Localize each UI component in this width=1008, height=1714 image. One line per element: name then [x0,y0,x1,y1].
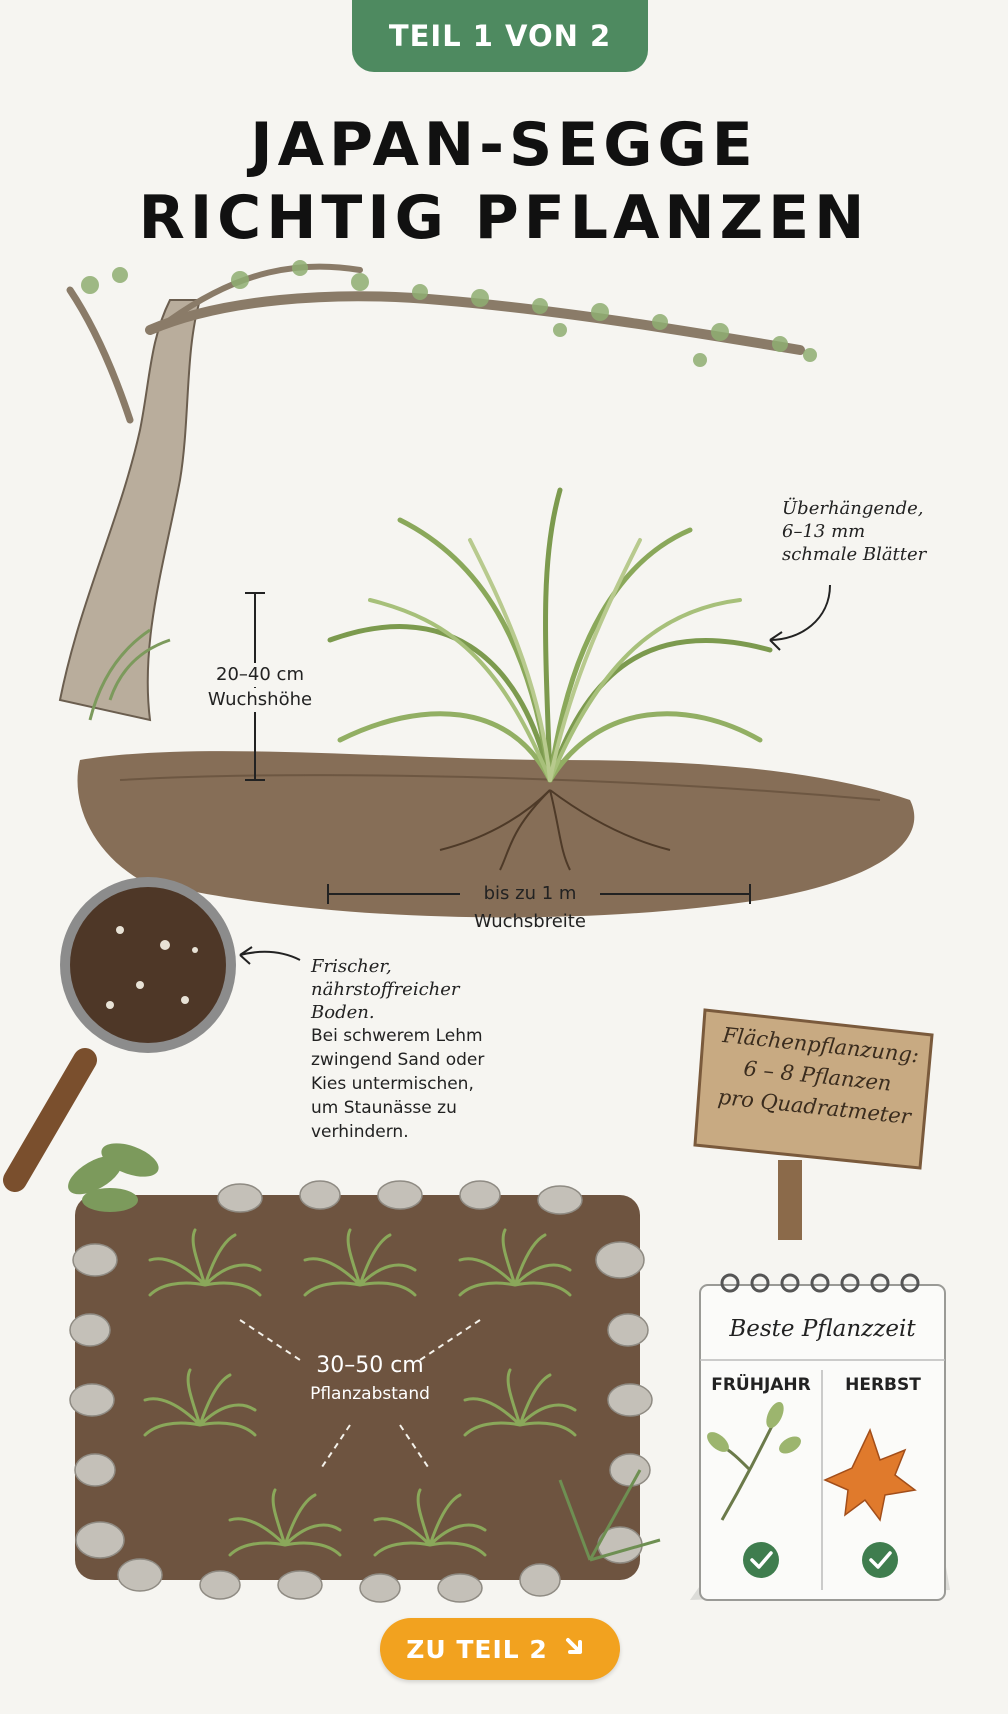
garden-bed [68,1143,661,1603]
width-bracket [327,884,751,904]
desk-calendar [690,1273,950,1601]
soil-mound [77,751,915,918]
tree-illustration [58,260,817,722]
soil-note-text: verhindern. [311,1122,409,1142]
soil-note-handwritten: Frischer, [311,956,392,977]
soil-note: Frischer, nährstoffreicher Boden. Bei sc… [311,955,551,1144]
spacing-label: Pflanzabstand [310,1384,430,1404]
soil-note-text: um Staunässe zu [311,1098,457,1118]
soil-note-arrow [239,950,301,961]
leaf-note-arrowhead [769,631,783,651]
leaf-note: Überhängende, 6–13 mm schmale Blätter [782,497,982,566]
magnifier-illustration [3,877,236,1192]
calendar-title: Beste Pflanzzeit [729,1316,916,1342]
height-value: 20–40 cm [205,663,315,687]
page-title-line2: RICHTIG PFLANZEN [138,183,870,253]
soil-note-arrowhead [239,946,253,965]
page-title-line1: JAPAN-SEGGE [250,110,758,180]
next-part-label: ZU TEIL 2 [406,1634,548,1664]
soil-note-text: Kies untermischen, [311,1074,474,1094]
width-label: Wuchsbreite [474,911,586,932]
calendar-col-autumn: HERBST [845,1375,921,1395]
width-value: bis zu 1 m [483,883,577,904]
height-label: Wuchshöhe [198,688,322,712]
sedge-plant [327,487,773,783]
arrow-down-right-icon [565,1638,582,1654]
soil-note-text: Bei schwerem Lehm [311,1026,483,1046]
soil-note-handwritten: nährstoffreicher [311,979,460,1000]
plant-roots [439,789,671,871]
wooden-sign [693,1008,934,1240]
leaf-note-line: 6–13 mm [782,521,866,542]
leaf-note-arrow [769,584,831,641]
soil-note-handwritten: Boden. [311,1002,375,1023]
soil-note-text: zwingend Sand oder [311,1050,485,1070]
leaf-note-line: schmale Blätter [782,544,927,565]
check-icon [743,1542,779,1578]
calendar-col-spring: FRÜHJAHR [711,1375,811,1395]
leaf-note-line: Überhängende, [782,498,924,519]
check-icon [862,1542,898,1578]
spacing-value: 30–50 cm [316,1353,424,1378]
part-badge: TEIL 1 VON 2 [352,0,648,72]
next-part-button[interactable]: ZU TEIL 2 [380,1618,620,1680]
